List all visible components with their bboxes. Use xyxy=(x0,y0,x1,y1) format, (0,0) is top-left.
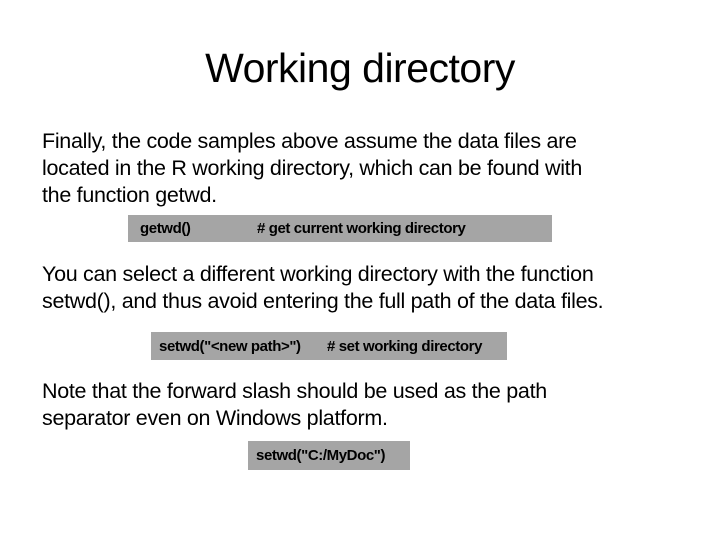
code-comment-setwd: # set working directory xyxy=(327,337,483,355)
page-title: Working directory xyxy=(205,45,515,91)
code-box-getwd: getwd() # get current working directory xyxy=(128,215,552,242)
code-comment-getwd: # get current working directory xyxy=(257,220,466,237)
code-snippet-getwd: getwd() xyxy=(140,220,191,237)
paragraph-setwd: You can select a different working direc… xyxy=(42,261,692,315)
paragraph-note: Note that the forward slash should be us… xyxy=(42,378,692,432)
paragraph-line: Finally, the code samples above assume t… xyxy=(42,129,577,153)
paragraph-line: setwd(), and thus avoid entering the ful… xyxy=(42,289,604,313)
paragraph-line: Note that the forward slash should be us… xyxy=(42,379,547,403)
paragraph-line: You can select a different working direc… xyxy=(42,262,594,286)
code-snippet-setwd: setwd("<new path>") xyxy=(159,337,301,355)
code-snippet-setwd-example: setwd("C:/MyDoc") xyxy=(256,447,386,464)
paragraph-line: the function getwd. xyxy=(42,183,217,207)
paragraph-line: separator even on Windows platform. xyxy=(42,406,388,430)
paragraph-line: located in the R working directory, whic… xyxy=(42,156,582,180)
paragraph-intro: Finally, the code samples above assume t… xyxy=(42,128,692,209)
code-box-setwd-example: setwd("C:/MyDoc") xyxy=(248,441,410,470)
code-box-setwd: setwd("<new path>") # set working direct… xyxy=(151,332,507,360)
